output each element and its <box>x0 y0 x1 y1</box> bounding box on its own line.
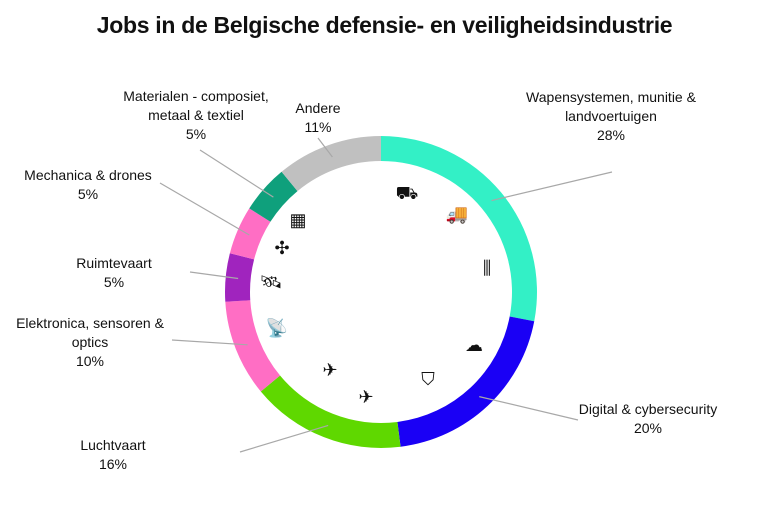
slice-value-label: 11% <box>304 119 332 135</box>
satellite-icon: 🛰 <box>259 272 283 292</box>
donut-slice <box>381 136 537 322</box>
leader-line <box>239 424 329 453</box>
slice-value-label: 28% <box>596 127 626 143</box>
shield-icon: ⛉ <box>421 369 435 389</box>
slice-label: Materialen - composiet, metaal & textiel 5… <box>123 87 269 144</box>
slice-label-text: Andere <box>295 100 341 116</box>
slice-label-text: Elektronica, sensoren & <box>16 315 164 331</box>
slice-label: Andere 11% <box>295 99 340 137</box>
slice-label-text: Mechanica & drones <box>24 167 152 183</box>
donut-slice <box>397 316 535 447</box>
leader-line <box>479 396 579 421</box>
slice-label-text: Wapensystemen, munitie & <box>526 89 696 105</box>
slice-label: Digital & cybersecurity 20% <box>579 400 718 438</box>
leader-line <box>171 339 248 346</box>
donut-slice <box>281 136 381 192</box>
slice-label: Luchtvaart 16% <box>80 436 145 474</box>
slice-label-text: Ruimtevaart <box>76 255 152 271</box>
truck-icon: 🚚 <box>445 204 469 224</box>
slice-label-text: metaal & textiel <box>148 107 244 123</box>
donut-slice <box>229 208 271 260</box>
drone-icon: ✣ <box>274 238 290 258</box>
leader-line <box>159 182 250 236</box>
ammunition-icon: ⫼ <box>482 258 492 278</box>
chart-title: Jobs in de Belgische defensie- en veilig… <box>96 12 673 38</box>
cloud-network-icon: ☁ <box>465 335 483 355</box>
fighter-jet-icon: ✈ <box>322 360 338 380</box>
slice-value-label: 5% <box>185 126 207 142</box>
leader-line <box>199 149 274 198</box>
donut-slice <box>225 300 281 392</box>
body-armor-icon: ▦ <box>289 210 307 230</box>
slice-label: Wapensystemen, munitie & landvoertuigen 28… <box>526 88 696 145</box>
radar-icon: 📡 <box>265 318 289 338</box>
slice-label-text: Digital & cybersecurity <box>578 401 718 417</box>
leader-line <box>317 137 333 158</box>
slice-label-text: optics <box>71 334 109 350</box>
slice-label: Ruimtevaart 5% <box>76 254 151 292</box>
donut-slice <box>224 253 255 302</box>
slice-value-label: 5% <box>103 274 125 290</box>
slice-value-label: 16% <box>98 456 128 472</box>
slice-value-label: 20% <box>633 420 663 436</box>
slice-label-text: Materialen - composiet, <box>123 88 269 104</box>
slice-label: Mechanica & drones 5% <box>24 166 152 204</box>
leader-line <box>189 271 239 280</box>
slice-label: Elektronica, sensoren & optics 10% <box>16 314 164 371</box>
slice-label-text: Luchtvaart <box>80 437 146 453</box>
slice-value-label: 10% <box>75 353 105 369</box>
tank-icon: ⛟ <box>395 183 419 203</box>
leader-line <box>491 171 613 202</box>
slice-value-label: 5% <box>77 186 99 202</box>
slice-label-text: landvoertuigen <box>565 108 657 124</box>
airplane-icon: ✈ <box>358 387 374 407</box>
donut-slice <box>260 375 401 449</box>
